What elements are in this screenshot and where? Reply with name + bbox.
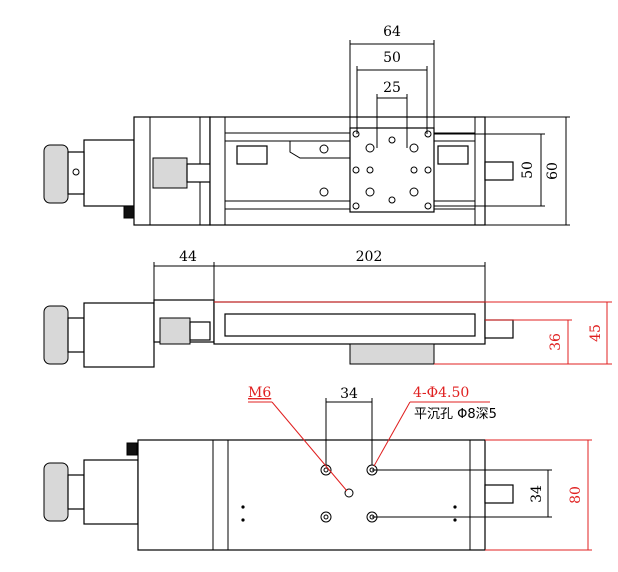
side-view: 44 202 36 45 bbox=[43, 249, 612, 368]
end-shaft-side bbox=[484, 319, 514, 339]
motor-body bbox=[83, 139, 135, 207]
limit-cable bbox=[235, 140, 350, 159]
limit-sensor-right bbox=[437, 145, 469, 165]
label-m6: M6 bbox=[248, 385, 271, 401]
dim-50-top: 50 bbox=[383, 50, 401, 66]
dim-34-right: 34 bbox=[529, 485, 545, 503]
end-shaft bbox=[484, 161, 514, 181]
motor-knob bbox=[43, 144, 69, 204]
stage-body-bottom bbox=[137, 439, 486, 551]
dim-50-right: 50 bbox=[520, 161, 536, 179]
top-view: 64 50 25 50 60 bbox=[43, 24, 570, 226]
motor-body-side bbox=[83, 302, 155, 368]
label-counterbore: 平沉孔 Φ8深5 bbox=[414, 407, 497, 422]
limit-sensor-left bbox=[236, 145, 268, 165]
dim-80: 80 bbox=[568, 486, 584, 504]
cable-connector bbox=[123, 205, 135, 219]
coupling-side bbox=[159, 317, 191, 345]
dim-36: 36 bbox=[548, 333, 564, 351]
carriage-holes bbox=[352, 130, 432, 210]
motor-body-bottom bbox=[83, 459, 139, 525]
motor-knob-side bbox=[43, 305, 69, 365]
bottom-view: 34 M6 4-Φ4.50 平沉孔 Φ8深5 34 80 bbox=[43, 385, 592, 551]
dim-45: 45 bbox=[588, 324, 604, 342]
motor-neck bbox=[67, 151, 85, 195]
dim-60: 60 bbox=[545, 162, 561, 180]
dim-44: 44 bbox=[179, 249, 197, 265]
dim-25: 25 bbox=[383, 80, 401, 96]
coupling bbox=[152, 157, 188, 189]
end-shaft-bottom bbox=[484, 484, 514, 504]
carriage bbox=[349, 127, 435, 213]
motor-knob-bottom bbox=[43, 462, 69, 522]
label-holes: 4-Φ4.50 bbox=[413, 385, 469, 401]
dim-202: 202 bbox=[356, 249, 383, 265]
dim-64: 64 bbox=[383, 24, 401, 40]
carriage-side bbox=[349, 343, 435, 365]
dim-34-top: 34 bbox=[340, 386, 358, 402]
motor-screw bbox=[72, 168, 80, 176]
